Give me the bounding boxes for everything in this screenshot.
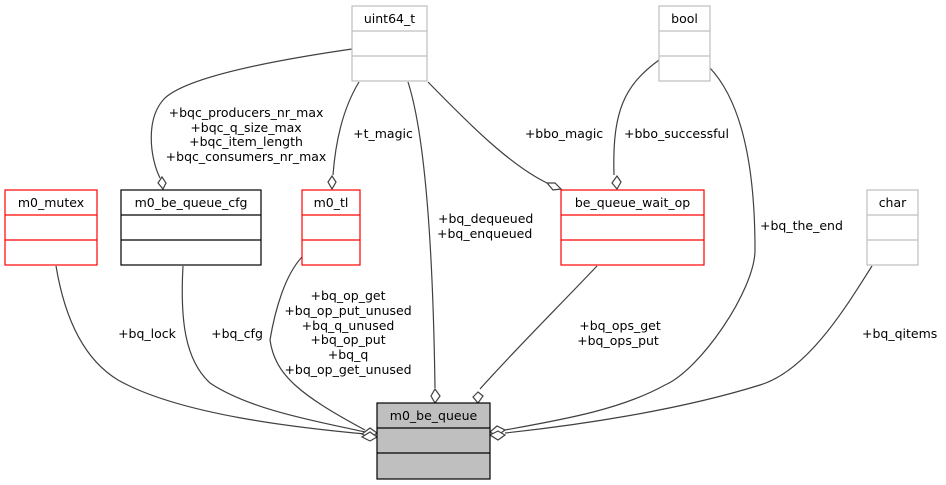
nodes: uint64_t bool m0_mutex m0_be_queue_cfg (4, 5, 919, 480)
edge-waitop-to-queue: +bq_ops_get +bq_ops_put (472, 265, 661, 404)
edge-line (332, 81, 360, 176)
edge-uint64-to-queue: +bq_dequeued +bq_enqueued (407, 81, 533, 405)
edge-label: +bq_the_end (760, 218, 843, 233)
edge-tl-to-queue: +bq_op_get +bq_op_put_unused +bq_q_unuse… (269, 256, 412, 431)
edge-label: +bq_ops_get (579, 318, 661, 333)
edge-line (150, 48, 353, 179)
aggregation-diamond-icon (327, 174, 337, 191)
node-title: m0_mutex (18, 195, 84, 210)
node-box (120, 189, 262, 266)
edge-label: +bq_cfg (211, 326, 263, 341)
node-box (560, 189, 705, 266)
edge-label: +bq_q_unused (302, 318, 395, 333)
node-box (351, 5, 428, 82)
edge-line (407, 81, 436, 389)
edge-label: +t_magic (353, 126, 413, 141)
edge-line (55, 265, 366, 435)
node-uint64-t[interactable]: uint64_t (351, 5, 428, 82)
edge-label: +bqc_producers_nr_max (169, 105, 324, 120)
node-title: m0_be_queue_cfg (135, 195, 248, 210)
edge-line (479, 265, 598, 390)
edge-line (504, 67, 756, 431)
edge-label: +bbo_successful (624, 126, 729, 141)
aggregation-diamond-icon (488, 430, 507, 441)
node-be-queue-wait-op[interactable]: be_queue_wait_op (560, 189, 705, 266)
node-box (376, 402, 491, 480)
node-title: m0_be_queue (390, 408, 478, 423)
node-title: uint64_t (364, 11, 415, 26)
edge-label: +bq_qitems (862, 326, 937, 341)
edge-label: +bqc_consumers_nr_max (166, 149, 327, 164)
node-box (866, 189, 919, 266)
node-box (4, 189, 98, 266)
edge-label: +bq_op_get (311, 288, 386, 303)
edge-uint64-to-waitop: +bbo_magic (427, 81, 603, 191)
edge-line (181, 265, 366, 433)
aggregation-diamond-icon (611, 174, 622, 191)
node-m0-be-queue-cfg[interactable]: m0_be_queue_cfg (120, 189, 262, 266)
node-m0-mutex[interactable]: m0_mutex (4, 189, 98, 266)
node-title: m0_tl (314, 195, 349, 210)
edge-label: +bbo_magic (525, 126, 603, 141)
edge-label: +bqc_q_size_max (190, 120, 301, 135)
aggregation-diamond-icon (430, 387, 441, 405)
node-title: be_queue_wait_op (575, 195, 690, 210)
node-title: char (879, 195, 907, 210)
aggregation-diamond-icon (157, 175, 167, 191)
edge-line (427, 81, 548, 184)
edge-line (504, 265, 873, 434)
edge-mutex-to-queue: +bq_lock (55, 265, 366, 435)
edge-label: +bq_op_put (310, 332, 385, 347)
node-bool[interactable]: bool (658, 5, 711, 82)
edge-line (613, 59, 660, 176)
edge-uint64-to-cfg: +bqc_producers_nr_max +bqc_q_size_max +b… (150, 48, 353, 191)
edge-line (269, 256, 366, 431)
edge-label: +bq_dequeued (438, 211, 533, 226)
edge-uint64-to-tl: +t_magic (327, 81, 413, 191)
edge-label: +bq_enqueued (437, 226, 532, 241)
node-title: bool (671, 11, 698, 26)
edge-label: +bq_op_get_unused (284, 362, 411, 377)
node-m0-tl[interactable]: m0_tl (301, 189, 361, 266)
edge-bool-to-waitop: +bbo_successful (611, 59, 729, 191)
node-m0-be-queue[interactable]: m0_be_queue (376, 402, 491, 480)
edge-label: +bq_ops_put (577, 333, 659, 348)
edge-cfg-to-queue: +bq_cfg (181, 265, 366, 433)
edge-label: +bq_q (328, 347, 369, 362)
edges: +bqc_producers_nr_max +bqc_q_size_max +b… (55, 48, 937, 442)
aggregation-diamond-icon (472, 391, 484, 404)
edge-label: +bqc_item_length (189, 134, 303, 149)
edge-label: +bq_op_put_unused (284, 303, 411, 318)
edge-bool-to-queue: +bq_the_end (504, 67, 843, 431)
node-box (301, 189, 361, 266)
node-box (658, 5, 711, 82)
edge-char-to-queue: +bq_qitems (504, 265, 937, 434)
node-char[interactable]: char (866, 189, 919, 266)
edge-label: +bq_lock (118, 326, 177, 341)
aggregation-diamond-icon (545, 182, 563, 191)
